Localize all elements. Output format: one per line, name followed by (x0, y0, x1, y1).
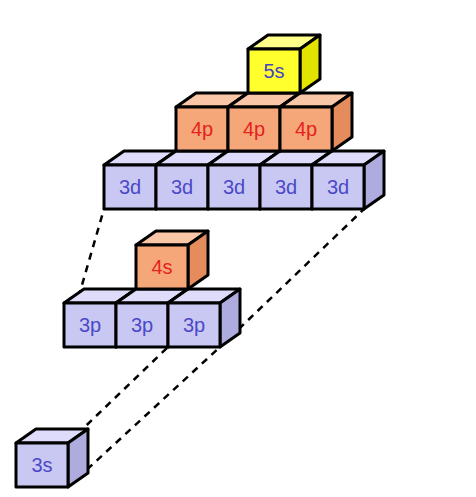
orbital-label: 3d (156, 165, 208, 209)
orbital-label: 3p (116, 303, 168, 347)
orbital-label: 4p (176, 107, 228, 151)
orbital-label: 3d (208, 165, 260, 209)
orbital-cube: 4p (280, 93, 352, 151)
orbital-label: 3d (312, 165, 364, 209)
orbital-label: 4s (136, 245, 188, 289)
orbital-label: 4p (228, 107, 280, 151)
orbital-cube: 5s (248, 35, 320, 93)
orbital-label: 3p (64, 303, 116, 347)
orbital-cube: 3p (168, 289, 240, 347)
orbital-cube: 4s (136, 231, 208, 289)
orbital-label: 3d (104, 165, 156, 209)
orbital-label: 3p (168, 303, 220, 347)
orbital-label: 5s (248, 49, 300, 93)
orbital-cube: 3s (16, 429, 88, 487)
orbital-cube: 3d (312, 151, 384, 209)
orbital-label: 4p (280, 107, 332, 151)
orbital-label: 3s (16, 443, 68, 487)
orbital-label: 3d (260, 165, 312, 209)
